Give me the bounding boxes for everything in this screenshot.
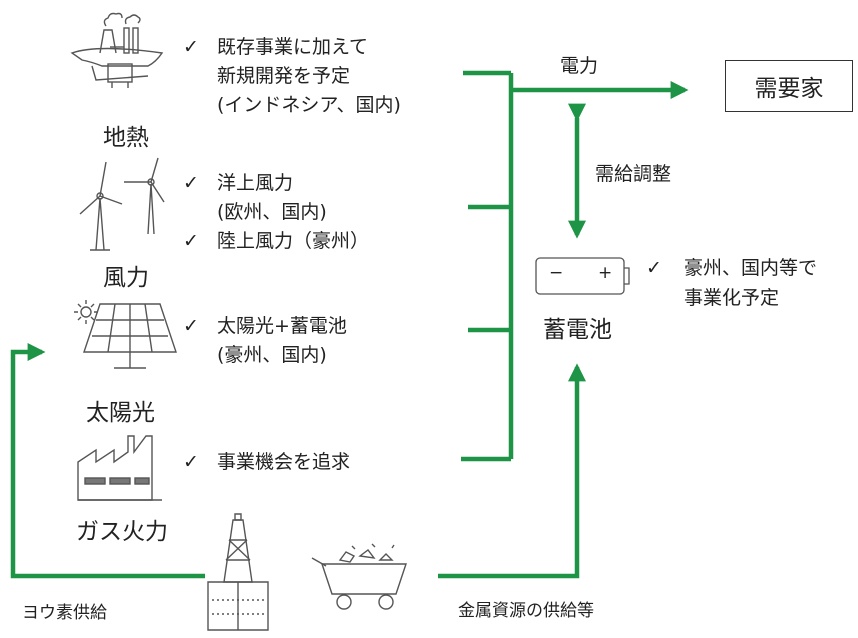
oil-rig-icon bbox=[207, 513, 269, 631]
check-mark: ✓ bbox=[183, 315, 199, 337]
geothermal-note: (インドネシア、国内) bbox=[217, 94, 401, 116]
gas-note: 事業機会を追求 bbox=[217, 451, 351, 473]
solar-label: 太陽光 bbox=[86, 400, 155, 426]
wind-note: 洋上風力 bbox=[217, 172, 294, 194]
battery-icon bbox=[535, 257, 630, 295]
solar-note: 太陽光+蓄電池 bbox=[217, 315, 347, 337]
check-mark: ✓ bbox=[183, 36, 199, 58]
wind-note: (欧州、国内) bbox=[217, 201, 327, 223]
battery-note: 事業化予定 bbox=[684, 287, 780, 309]
battery-note: 豪州、国内等で bbox=[684, 257, 818, 279]
metals-supply-label: 金属資源の供給等 bbox=[458, 601, 594, 621]
hydrogen-supply-label: ヨウ素供給 bbox=[22, 603, 107, 623]
battery-minus: − bbox=[549, 263, 564, 283]
power-label: 電力 bbox=[560, 55, 599, 77]
solar-note: (豪州、国内) bbox=[217, 344, 327, 366]
gas-label: ガス火力 bbox=[76, 519, 168, 545]
hydrogen-supply-line bbox=[10, 343, 205, 579]
balancing-label: 需給調整 bbox=[595, 163, 672, 185]
demand-label: 需要家 bbox=[754, 76, 824, 102]
geothermal-plant-icon bbox=[70, 12, 164, 88]
geothermal-label: 地熱 bbox=[103, 125, 149, 151]
geothermal-note: 新規開発を予定 bbox=[217, 65, 351, 87]
check-mark: ✓ bbox=[183, 230, 199, 252]
battery-plus: + bbox=[598, 263, 613, 283]
wind-note: 陸上風力（豪州） bbox=[217, 230, 370, 252]
check-mark: ✓ bbox=[183, 172, 199, 194]
geothermal-note: 既存事業に加えて bbox=[217, 36, 369, 58]
demand-box: 需要家 bbox=[725, 60, 853, 112]
wind-label: 風力 bbox=[103, 265, 149, 291]
flow-lines bbox=[10, 70, 689, 579]
factory-icon bbox=[77, 435, 162, 501]
check-mark: ✓ bbox=[183, 451, 199, 473]
mine-cart-icon bbox=[311, 543, 407, 610]
check-mark: ✓ bbox=[646, 257, 662, 279]
battery-label: 蓄電池 bbox=[543, 317, 612, 343]
solar-panel-icon bbox=[74, 300, 177, 369]
wind-turbine-icon bbox=[79, 157, 165, 251]
metals-supply-line bbox=[438, 363, 586, 579]
